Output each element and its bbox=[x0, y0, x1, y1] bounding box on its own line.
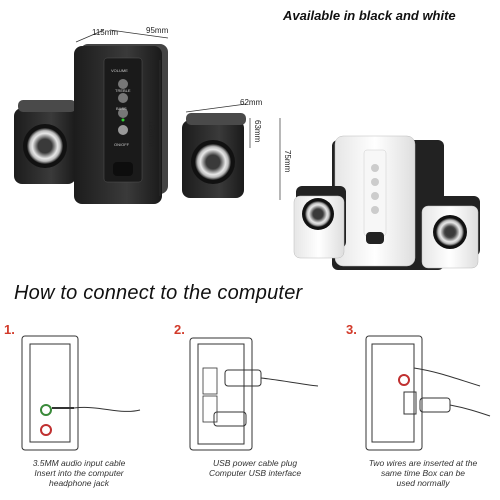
step-3-caption: Two wires are inserted at the same time … bbox=[348, 458, 498, 488]
step-3-caption-line2: same time Box can be bbox=[380, 468, 466, 478]
step-1-caption: 3.5MM audio input cable Insert into the … bbox=[4, 458, 154, 488]
dim-sat-width: 62mm bbox=[240, 98, 263, 107]
step3-diagram bbox=[365, 335, 491, 451]
availability-text: Available in black and white bbox=[283, 8, 456, 23]
subwoofer-white bbox=[332, 135, 444, 270]
dim-sat-height: 75mm bbox=[283, 150, 292, 173]
step-1-caption-line3: headphone jack bbox=[48, 478, 110, 488]
right-satellite-speaker-white bbox=[421, 196, 480, 269]
label-volume: VOLUME bbox=[111, 68, 128, 73]
dim-sat-depth: 63mm bbox=[253, 120, 262, 143]
left-satellite-speaker-white bbox=[293, 186, 346, 259]
step-1-caption-line2: Insert into the computer bbox=[34, 468, 124, 478]
label-treble: TREBLE bbox=[115, 88, 131, 93]
left-satellite-speaker-black bbox=[14, 100, 76, 184]
step-3-caption-line3: used normally bbox=[396, 478, 450, 488]
step-2-caption: USB power cable plug Computer USB interf… bbox=[180, 458, 330, 478]
step-3-number: 3. bbox=[346, 322, 357, 337]
step-1-number: 1. bbox=[4, 322, 15, 337]
step2-diagram bbox=[189, 337, 319, 451]
step-2-caption-line2: Computer USB interface bbox=[208, 468, 302, 478]
dimension-lines bbox=[75, 29, 281, 200]
step-2-number: 2. bbox=[174, 322, 185, 337]
right-satellite-speaker-black bbox=[182, 113, 246, 198]
step1-diagram bbox=[21, 335, 141, 451]
label-on-off: ON/OFF bbox=[114, 142, 130, 147]
step-1-caption-line1: 3.5MM audio input cable bbox=[32, 458, 126, 468]
subwoofer-black bbox=[74, 44, 168, 204]
connection-heading: How to connect to the computer bbox=[14, 282, 303, 304]
dim-sub-width: 95mm bbox=[146, 26, 169, 35]
dim-sub-height: 128mm bbox=[147, 120, 156, 147]
dim-sub-depth: 115mm bbox=[92, 28, 119, 37]
step-2-caption-line1: USB power cable plug bbox=[212, 458, 298, 468]
label-bass: BASS bbox=[116, 106, 127, 111]
step-3-caption-line1: Two wires are inserted at the bbox=[368, 458, 478, 468]
